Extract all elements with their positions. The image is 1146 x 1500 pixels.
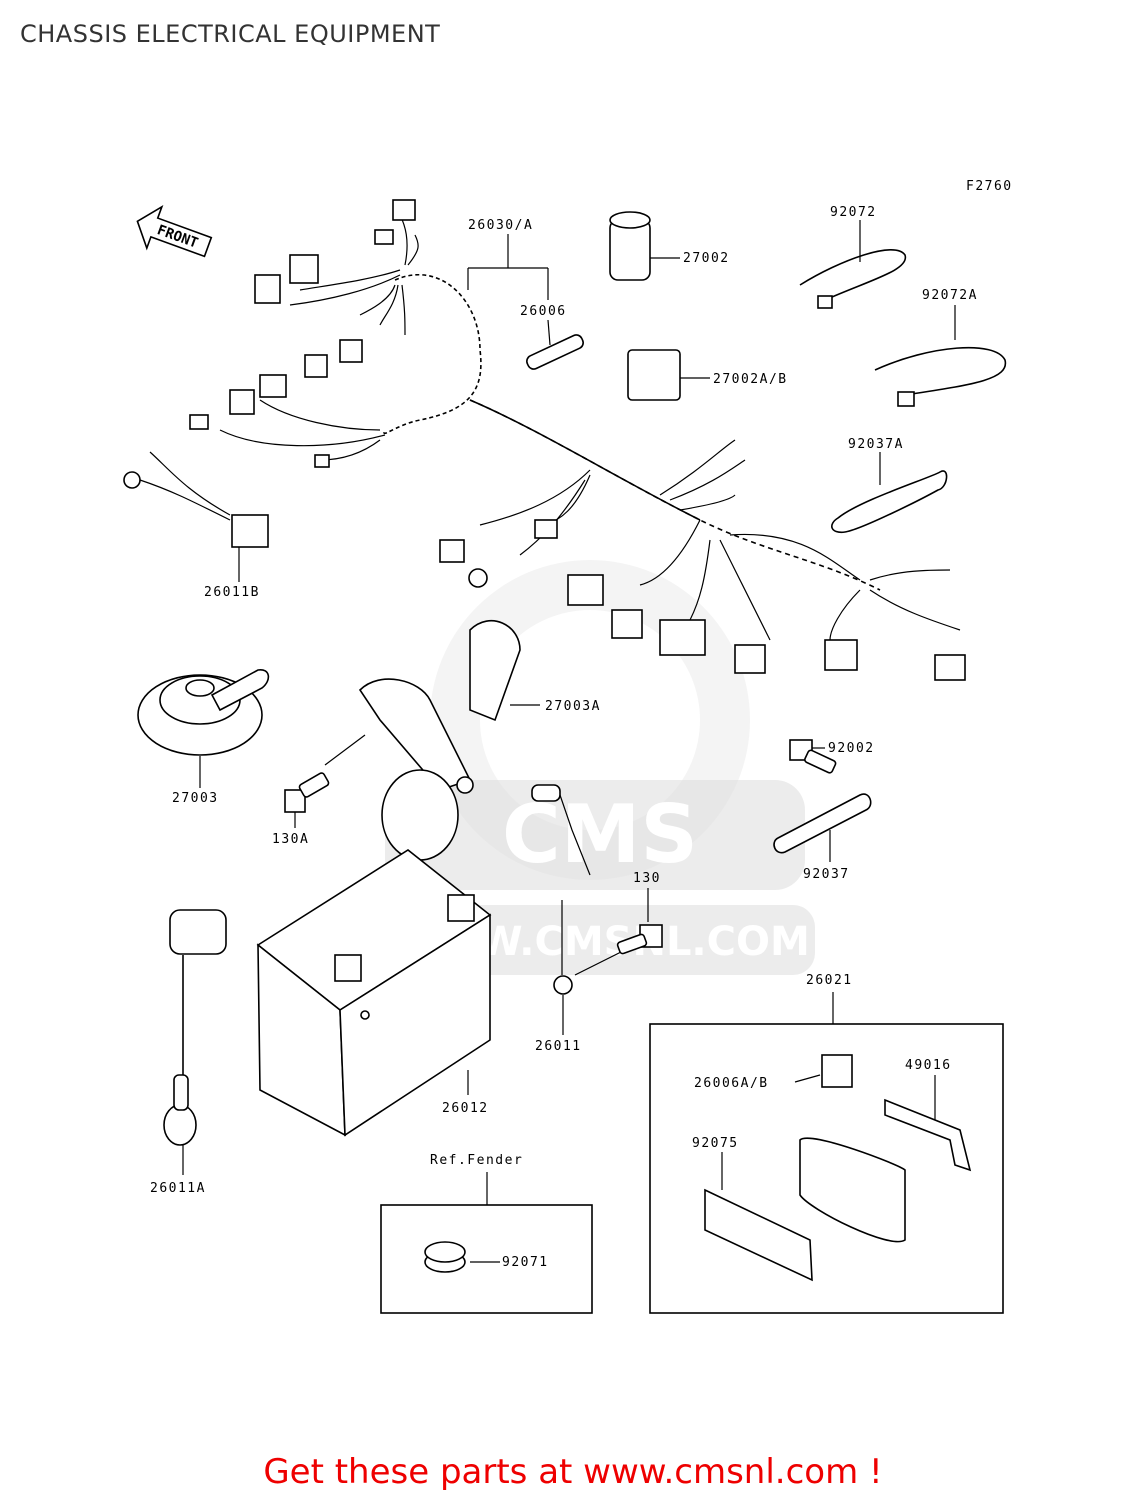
- wiring-harness: [189, 199, 966, 681]
- relay-27002ab: [627, 349, 710, 401]
- label-130a: 130A: [272, 832, 309, 847]
- battery-26012: [256, 849, 492, 1137]
- relay-27002: [609, 211, 680, 281]
- fuse-part: [526, 334, 584, 370]
- label-27002ab: 27002A/B: [713, 372, 788, 387]
- label-27003: 27003: [172, 791, 219, 806]
- horn-27003: [137, 669, 270, 788]
- label-92071: 92071: [502, 1255, 549, 1270]
- label-92037: 92037: [803, 867, 850, 882]
- label-26021: 26021: [806, 973, 853, 988]
- lead-26011: [531, 784, 626, 1035]
- horn-bracket-27003a: [324, 619, 540, 861]
- figure-code: F2760: [966, 179, 1013, 194]
- label-26012: 26012: [442, 1101, 489, 1116]
- label-27002: 27002: [683, 251, 730, 266]
- strap-92037: [773, 793, 872, 862]
- page-title: CHASSIS ELECTRICAL EQUIPMENT: [20, 20, 441, 48]
- clamp-band-92072: [799, 220, 907, 309]
- label-92002: 92002: [828, 741, 875, 756]
- lead-26011a: [163, 909, 227, 1175]
- label-92037a: 92037A: [848, 437, 904, 452]
- fuse-box-26021: [649, 992, 1004, 1314]
- label-49016: 49016: [905, 1058, 952, 1073]
- leader-lines: [467, 234, 551, 346]
- front-arrow-icon: FRONT: [136, 204, 213, 258]
- bolt-130: [616, 888, 663, 955]
- part-labels: 26030/A 26006 27002 27002A/B 92072 92072…: [150, 205, 978, 1270]
- clamp-band-92072a: [874, 305, 1007, 407]
- label-26011: 26011: [535, 1039, 582, 1054]
- label-92075: 92075: [692, 1136, 739, 1151]
- label-92072a: 92072A: [922, 288, 978, 303]
- label-27003a: 27003A: [545, 699, 601, 714]
- get-parts-link[interactable]: Get these parts at www.cmsnl.com !: [263, 1452, 883, 1492]
- watermark-brand: CMS: [502, 788, 698, 881]
- label-130: 130: [633, 871, 661, 886]
- label-26011b: 26011B: [204, 585, 260, 600]
- ref-fender-box: [380, 1172, 593, 1314]
- label-26011a: 26011A: [150, 1181, 206, 1196]
- label-26006: 26006: [520, 304, 567, 319]
- strap-92037a: [831, 452, 948, 534]
- label-26030: 26030/A: [468, 218, 533, 233]
- label-ref-fender: Ref.Fender: [430, 1153, 523, 1168]
- bolt-92002: [789, 739, 837, 774]
- bolt-130a: [284, 772, 330, 828]
- label-92072: 92072: [830, 205, 877, 220]
- lead-26011b: [123, 451, 269, 582]
- label-26006ab: 26006A/B: [694, 1076, 769, 1091]
